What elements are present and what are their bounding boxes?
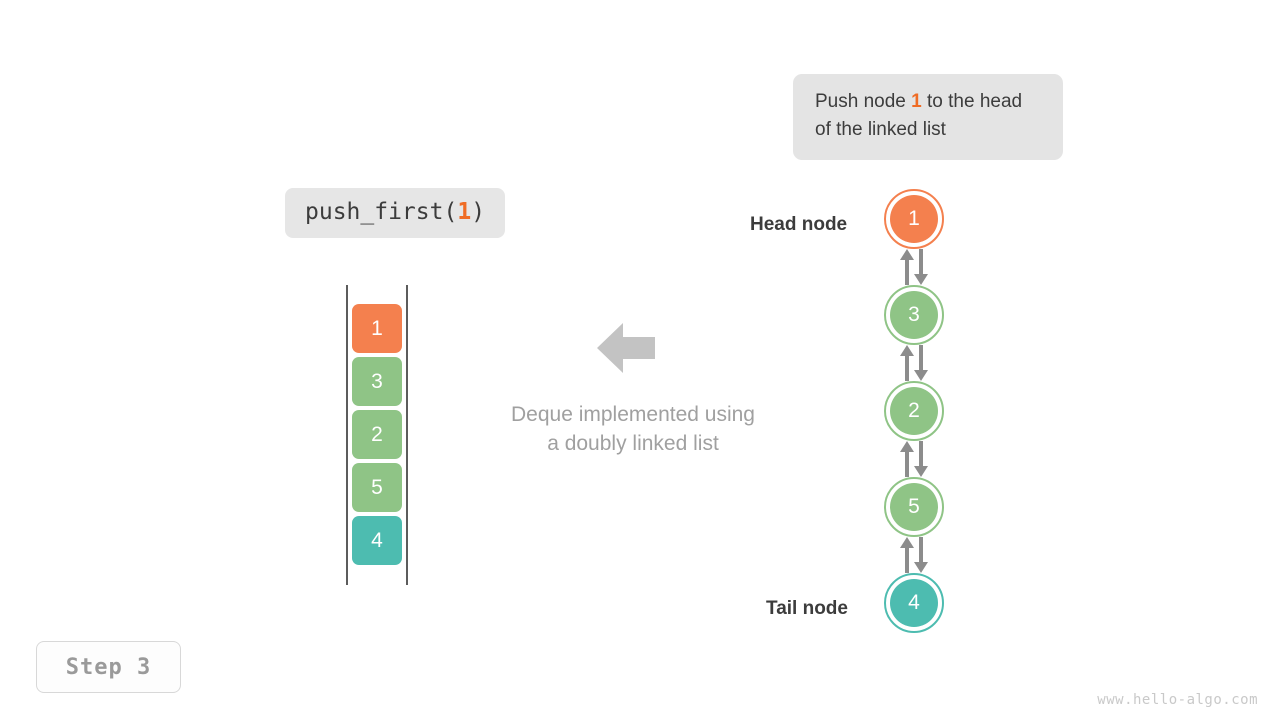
array-cell: 2 xyxy=(352,410,402,459)
step-badge-label: Step 3 xyxy=(65,654,152,680)
head-node-label: Head node xyxy=(750,214,848,235)
bidirectional-arrow-icon xyxy=(898,537,930,573)
node-disc xyxy=(890,387,938,435)
node-disc xyxy=(890,291,938,339)
node-disc xyxy=(890,483,938,531)
node-value: 3 xyxy=(908,303,920,326)
code-suffix: ) xyxy=(471,199,486,225)
diagram-caption: Deque implemented using a doubly linked … xyxy=(453,400,813,458)
callout-text-after: to the head of the linked list xyxy=(815,91,1023,140)
node-ring xyxy=(884,573,944,633)
arrow-left-icon xyxy=(597,322,655,374)
linked-list-node: 1 xyxy=(884,189,944,249)
array-cell-value: 2 xyxy=(371,422,383,446)
tail-node-label: Tail node xyxy=(766,598,848,619)
node-ring xyxy=(884,285,944,345)
node-value: 5 xyxy=(908,495,920,518)
array-cell-value: 5 xyxy=(371,475,383,499)
array-rail-left xyxy=(346,285,348,585)
node-ring xyxy=(884,381,944,441)
caption-line-2: a doubly linked list xyxy=(547,432,719,455)
code-argument: 1 xyxy=(457,199,472,225)
linked-list-node: 3 xyxy=(884,285,944,345)
node-disc xyxy=(890,195,938,243)
node-ring xyxy=(884,477,944,537)
array-cell: 3 xyxy=(352,357,402,406)
array-cell: 1 xyxy=(352,304,402,353)
bidirectional-arrow-icon xyxy=(898,441,930,477)
array-cell: 5 xyxy=(352,463,402,512)
callout-highlight-value: 1 xyxy=(911,91,922,112)
linked-list-node: 4 xyxy=(884,573,944,633)
step-badge: Step 3 xyxy=(36,641,181,693)
linked-list-node: 2 xyxy=(884,381,944,441)
node-disc xyxy=(890,579,938,627)
code-prefix: push_first( xyxy=(305,199,458,225)
node-value: 4 xyxy=(908,591,920,614)
caption-line-1: Deque implemented using xyxy=(511,403,755,426)
watermark: www.hello-algo.com xyxy=(1097,692,1258,708)
array-cell-value: 3 xyxy=(371,369,383,393)
bidirectional-arrow-icon xyxy=(898,249,930,285)
array-cell: 4 xyxy=(352,516,402,565)
linked-list-node: 5 xyxy=(884,477,944,537)
callout-box: Push node 1 to the head of the linked li… xyxy=(793,74,1063,160)
array-cell-list: 1 3 2 5 4 xyxy=(352,304,402,565)
node-value: 2 xyxy=(908,399,920,422)
array-rail-right xyxy=(406,285,408,585)
bidirectional-arrow-icon xyxy=(898,345,930,381)
node-value: 1 xyxy=(908,207,920,230)
deque-array-column: 1 3 2 5 4 xyxy=(346,285,408,585)
callout-text-before: Push node xyxy=(815,91,912,112)
array-cell-value: 4 xyxy=(371,528,383,552)
array-cell-value: 1 xyxy=(371,316,383,340)
operation-code-chip: push_first(1) xyxy=(285,188,506,238)
node-ring xyxy=(884,189,944,249)
